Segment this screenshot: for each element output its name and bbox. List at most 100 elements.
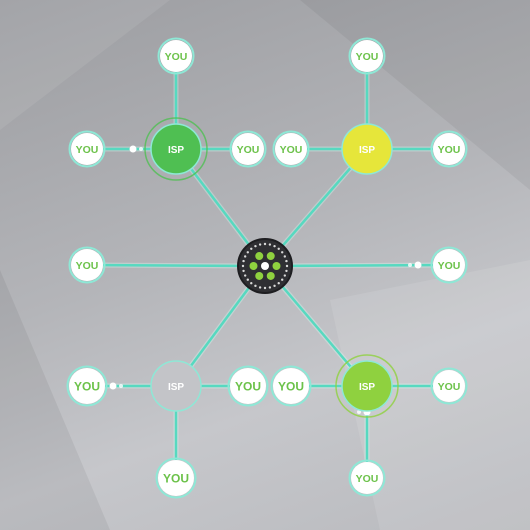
you-node (275, 133, 307, 165)
hub-rim-dot (246, 251, 249, 254)
hub-rim-dot (246, 278, 249, 281)
hub-rim-dot (273, 244, 276, 248)
signal-blip (109, 382, 117, 390)
you-ring (157, 37, 195, 75)
hub-rim-dot (250, 282, 253, 285)
you-ring (66, 365, 108, 407)
you-label: YOU (163, 471, 189, 485)
you-label: YOU (438, 144, 461, 156)
bg-shape (0, 0, 170, 130)
you-node (230, 368, 266, 404)
you-label: YOU (235, 379, 261, 393)
you-ring (430, 246, 468, 284)
you-ring (348, 37, 386, 75)
hub-rim-dot (243, 255, 247, 258)
isp-label: ISP (168, 382, 184, 393)
you-4: YOU (348, 37, 386, 75)
you-11: YOU (155, 457, 197, 499)
you-node (433, 133, 465, 165)
you-node (351, 40, 383, 72)
you-label: YOU (356, 51, 379, 63)
hub-rim-dot (254, 244, 257, 248)
hub-rim-dot (242, 269, 245, 273)
hub-rim-dot (268, 286, 272, 289)
you-label: YOU (76, 260, 99, 272)
isp-top-right: ISP (341, 123, 393, 175)
isp-label: ISP (359, 382, 375, 393)
hub-rim-dot (281, 278, 284, 281)
signal-blip (408, 263, 412, 267)
you-node (69, 368, 105, 404)
isp-top-left: ISP (144, 117, 208, 181)
isp-node (341, 360, 393, 412)
signal-blip (119, 384, 123, 388)
signal-blip (357, 410, 361, 414)
isp-label: ISP (168, 145, 184, 156)
you-8: YOU (430, 246, 468, 284)
hub-rim-dot (268, 243, 272, 246)
isp-halo (335, 354, 399, 418)
hub-rim-dot (258, 243, 262, 246)
you-ring (68, 130, 106, 168)
hub-rim-dot (281, 251, 284, 254)
hub-rim-dot (250, 247, 253, 250)
you-label: YOU (280, 144, 303, 156)
you-7: YOU (68, 246, 106, 284)
you-node (71, 249, 103, 281)
you-node (158, 460, 194, 496)
signal-blip (414, 261, 422, 269)
isp-bottom-right: ISP (335, 354, 399, 418)
you-10: YOU (227, 365, 269, 407)
you-ring (68, 246, 106, 284)
isp-node (341, 123, 393, 175)
you-label: YOU (76, 144, 99, 156)
hub-rim-dot (258, 286, 262, 289)
you-2: YOU (68, 130, 106, 168)
hub-dot (255, 271, 264, 280)
you-ring (227, 365, 269, 407)
hub-dot (266, 252, 275, 261)
you-node (351, 462, 383, 494)
hub-rim-dot (277, 282, 280, 285)
you-label: YOU (438, 381, 461, 393)
bg-shape (330, 260, 530, 530)
hub-dot (272, 262, 281, 270)
hub-rim-dot (285, 264, 289, 268)
hub-rim-dot (285, 259, 288, 263)
you-5: YOU (272, 130, 310, 168)
you-node (273, 368, 309, 404)
bg-shape (300, 0, 530, 190)
you-ring (348, 459, 386, 497)
you-13: YOU (430, 367, 468, 405)
isp-bottom-left: ISP (150, 360, 202, 412)
hub-dot (249, 262, 258, 270)
you-ring (270, 365, 312, 407)
you-ring (155, 457, 197, 499)
hub-rim-dot (242, 259, 245, 263)
you-node (71, 133, 103, 165)
you-node (433, 370, 465, 402)
you-label: YOU (165, 51, 188, 63)
isp-node (150, 360, 202, 412)
hub-rim-dot (263, 242, 267, 246)
hub-rim-dot (277, 247, 280, 250)
you-12: YOU (270, 365, 312, 407)
you-6: YOU (430, 130, 468, 168)
hub-rim-dot (263, 286, 267, 290)
you-label: YOU (237, 144, 260, 156)
hub-dot (266, 271, 275, 280)
you-1: YOU (157, 37, 195, 75)
signal-blip (129, 145, 137, 153)
you-node (232, 133, 264, 165)
you-9: YOU (66, 365, 108, 407)
you-14: YOU (348, 459, 386, 497)
you-3: YOU (229, 130, 267, 168)
you-label: YOU (438, 260, 461, 272)
isp-node (150, 123, 202, 175)
you-ring (430, 130, 468, 168)
isp-halo (144, 117, 208, 181)
hub-rim-dot (243, 274, 247, 277)
you-label: YOU (278, 379, 304, 393)
